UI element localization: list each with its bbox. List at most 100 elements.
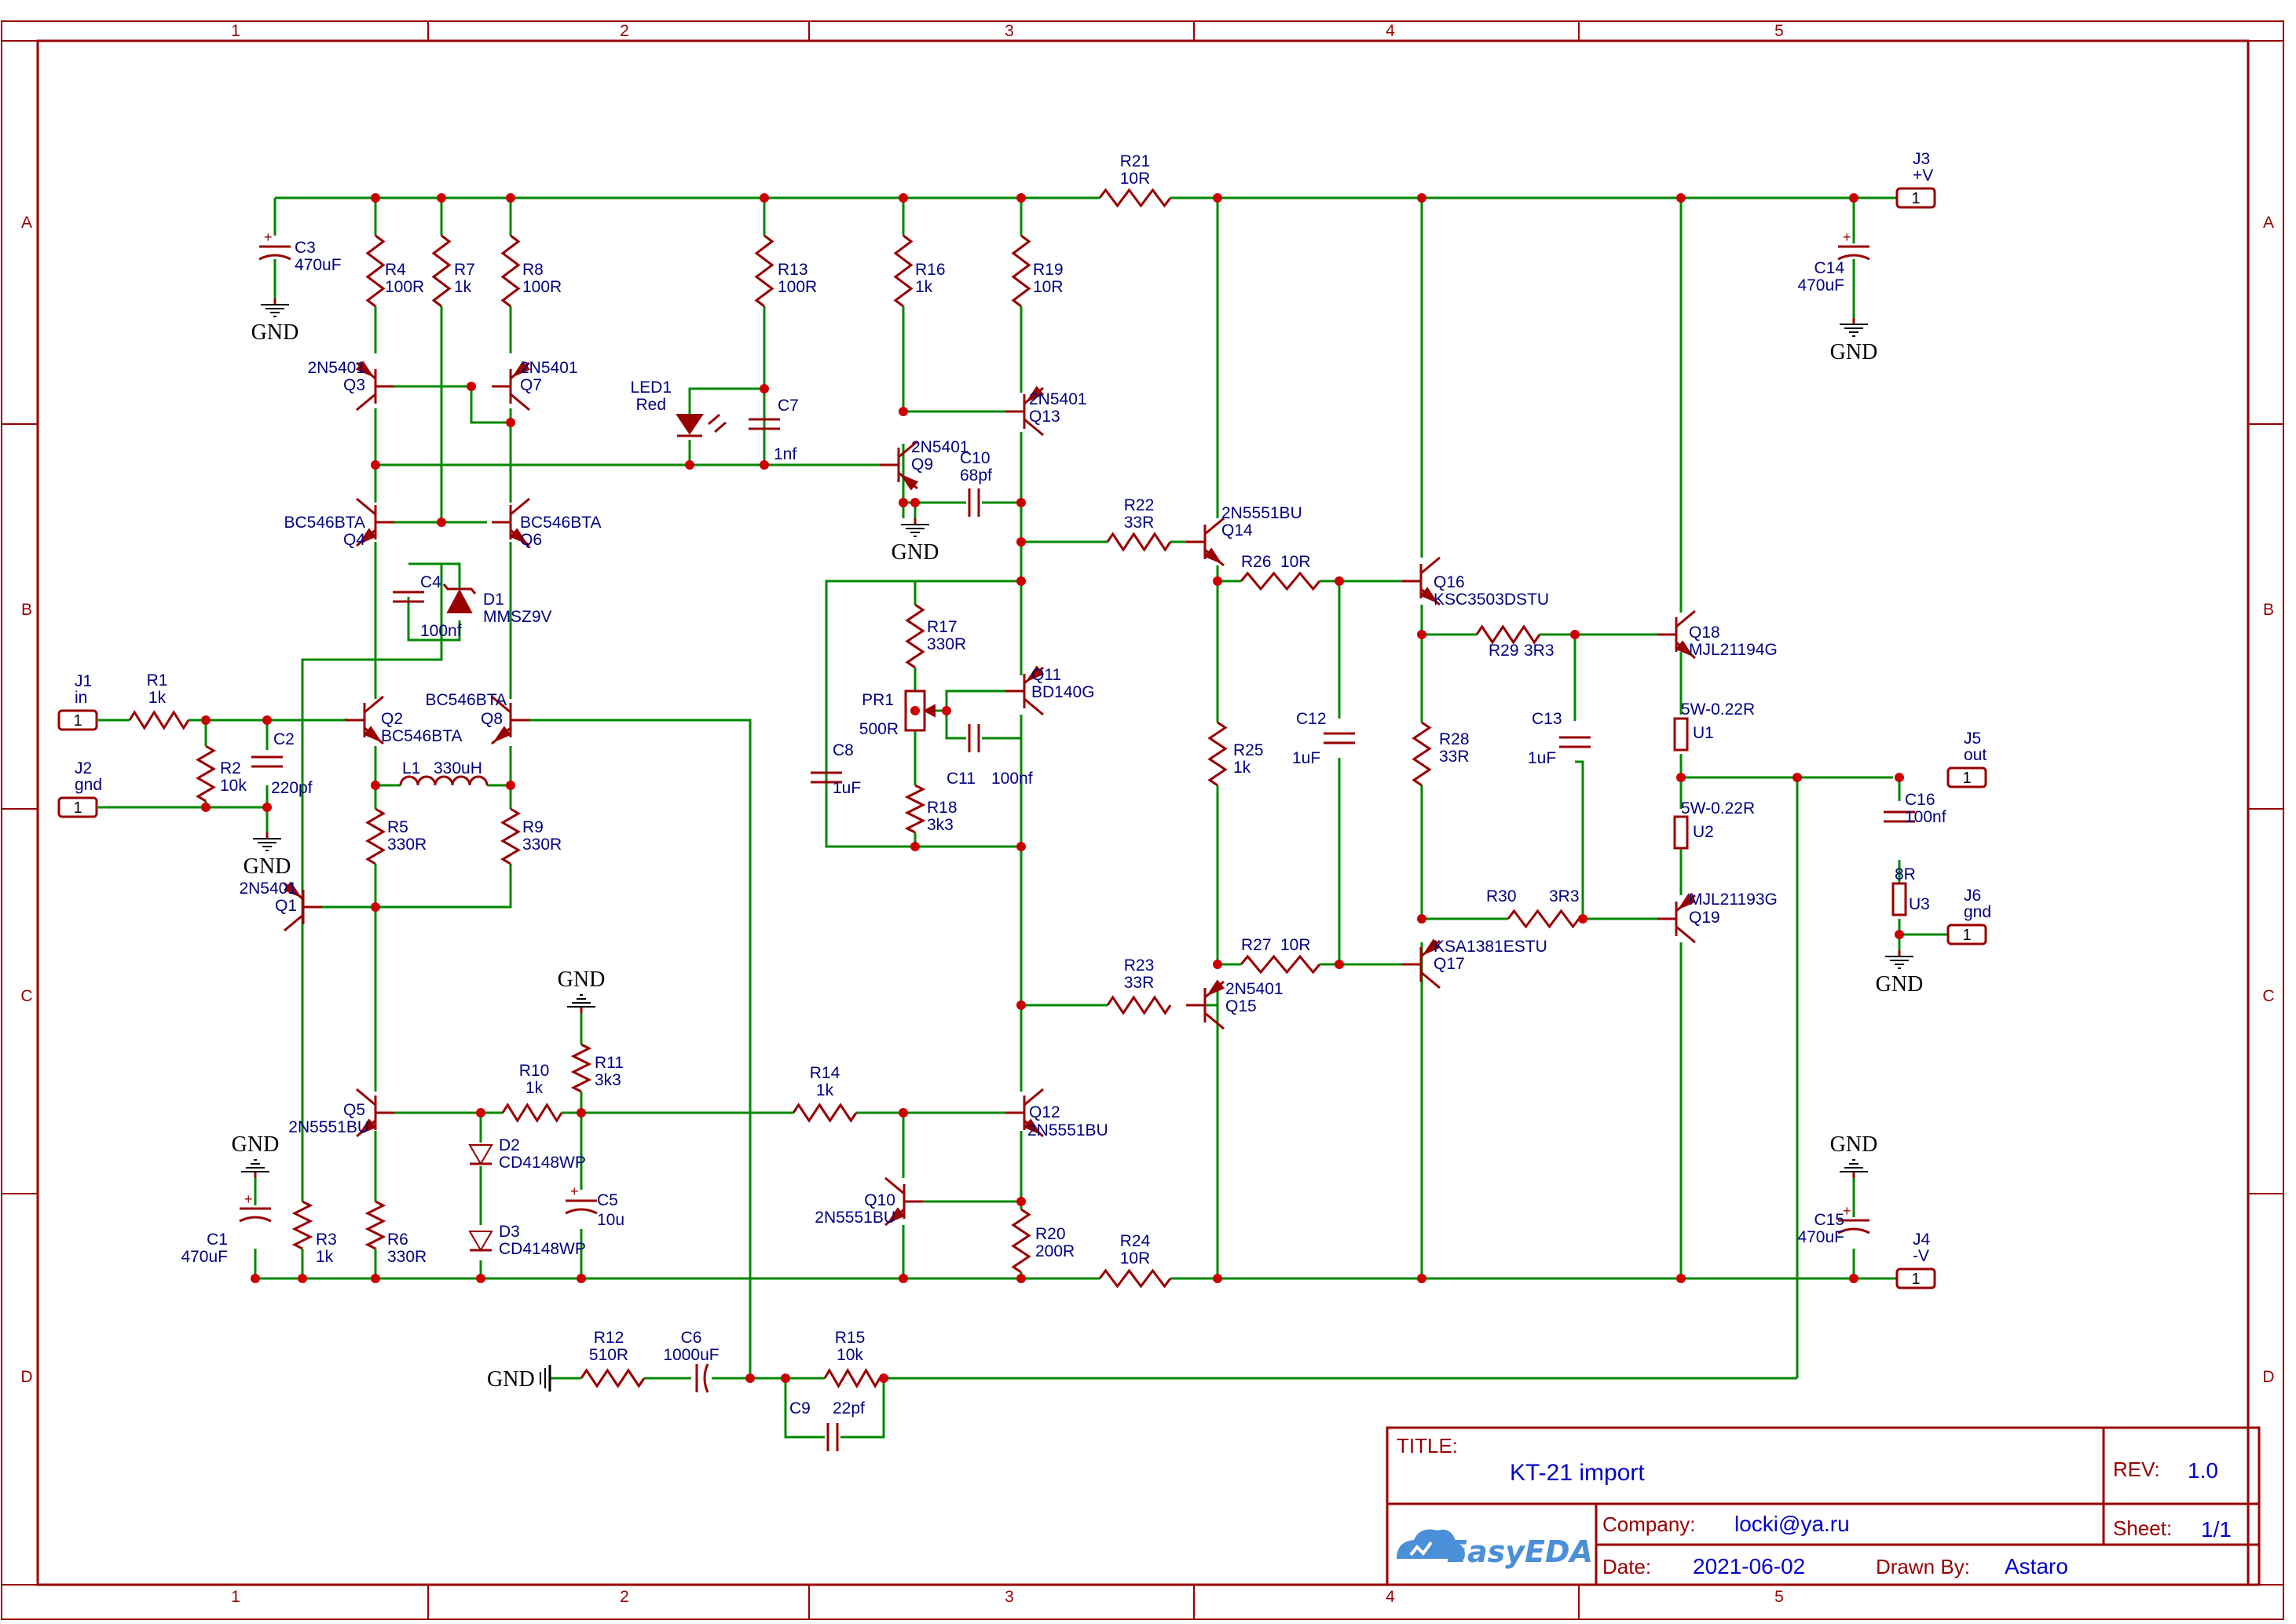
junction-dot [760,384,769,393]
junction-dot [1335,960,1344,969]
j2-pin: 1 [73,799,82,817]
q10-value: 2N5551BU [815,1209,895,1227]
junction-dot [506,193,515,203]
gnd-c2: GND [244,832,291,879]
r21-resistor [1098,188,1172,208]
q13-value: 2N5401 [1029,390,1087,408]
q5-value: 2N5551BU [288,1118,369,1136]
u1-ref: U1 [1693,724,1714,742]
c6-ref: C6 [681,1329,702,1347]
gnd-q9: GND [892,518,939,565]
c13-ref: C13 [1532,710,1562,728]
junction-dot [1417,193,1426,203]
q16-transistor [1402,556,1441,606]
c9-value: 22pf [833,1399,865,1417]
r28-resistor [1412,721,1432,787]
r24-ref: R24 [1120,1232,1151,1250]
q19-value: MJL21193G [1689,891,1778,909]
r15-ref: R15 [835,1329,866,1347]
j4-ref: J4 [1913,1231,1931,1249]
junction-dot [1676,1274,1686,1283]
q6-value: BC546BTA [520,514,602,532]
connector-j2: 1 [57,796,98,818]
j6-name: gnd [1964,903,1991,921]
junction-dot [476,1108,485,1117]
gnd-c3: GND [251,298,298,345]
frame-column-label-bottom: 1 [231,1588,240,1606]
r10-resistor [501,1103,563,1123]
junction-dot [371,1274,380,1283]
j4-pin: 1 [1911,1271,1920,1288]
q6-ref: Q6 [520,531,542,549]
r21-ref: R21 [1120,152,1151,170]
q7-value: 2N5401 [520,359,578,377]
d2-value: CD4148WP [499,1154,586,1172]
r4-ref: R4 [385,261,406,279]
q4-transistor [356,497,394,547]
gnd-c15-label: GND [1830,1132,1878,1157]
r4-resistor [365,234,386,308]
q18-ref: Q18 [1689,624,1720,642]
l1-value: 330uH [434,759,482,777]
q1-transistor [283,881,322,932]
r13-value: 100R [778,278,817,296]
c1-ref: C1 [207,1231,228,1249]
junction-dot [577,1108,586,1117]
q4-value: BC546BTA [284,514,366,532]
q8-value: BC546BTA [426,691,507,709]
c5-value: 10u [597,1211,624,1229]
frame-column-label-top: 4 [1386,22,1395,40]
junction-dot [745,1373,755,1383]
r15-resistor [823,1368,881,1388]
r19-value: 10R [1033,278,1064,296]
junction-dot [1213,1274,1222,1283]
c6-value: 1000uF [663,1346,719,1364]
gnd-u3-label: GND [1876,972,1924,997]
r15-value: 10k [837,1346,863,1364]
c4-value: 100nf [420,622,462,640]
d1-value: MMSZ9V [483,608,552,626]
junction-dot [899,1108,908,1117]
j5-name: out [1964,746,1987,764]
r8-value: 100R [522,278,562,296]
company-label: Company: [1602,1512,1696,1536]
u1-value: 5W-0.22R [1681,700,1755,719]
c9-ref: C9 [789,1399,811,1417]
junction-dot [1895,773,1904,782]
c2-ref: C2 [273,730,295,748]
c12-ref: C12 [1296,710,1327,728]
q7-ref: Q7 [520,376,542,394]
q3-transistor [355,360,394,411]
r7-resistor [431,234,452,308]
junction-dot [1016,1197,1026,1206]
r11-value: 3k3 [595,1071,621,1089]
q2-transistor [346,695,384,745]
junction-dot [251,1274,260,1283]
c12-capacitor [1324,732,1355,744]
junction-dot [1849,193,1858,203]
q8-transistor [491,695,529,745]
c1-capacitor: + [239,1191,272,1223]
q17-ref: Q17 [1434,955,1465,973]
r12-resistor [580,1368,646,1388]
j2-ref: J2 [75,759,92,777]
q6-transistor [492,497,530,547]
r22-ref: R22 [1124,496,1155,514]
q14-transistor [1186,517,1225,567]
r6-ref: R6 [387,1231,408,1249]
q3-value: 2N5401 [307,359,365,377]
r14-value: 1k [816,1081,834,1099]
r20-value: 200R [1035,1242,1075,1260]
junction-dot [1016,1274,1026,1283]
c7-ref: C7 [778,397,799,415]
connector-j6: 1 [1946,924,1987,946]
junction-dot [262,803,272,812]
junction-dots [201,193,1904,1383]
u2-resistor [1673,815,1689,850]
gnd-r11: GND [558,967,605,1013]
junction-dot [1792,773,1802,782]
c9-capacitor [826,1423,839,1451]
frame-column-label-bottom: 2 [620,1588,629,1606]
u1-resistor [1673,717,1689,752]
